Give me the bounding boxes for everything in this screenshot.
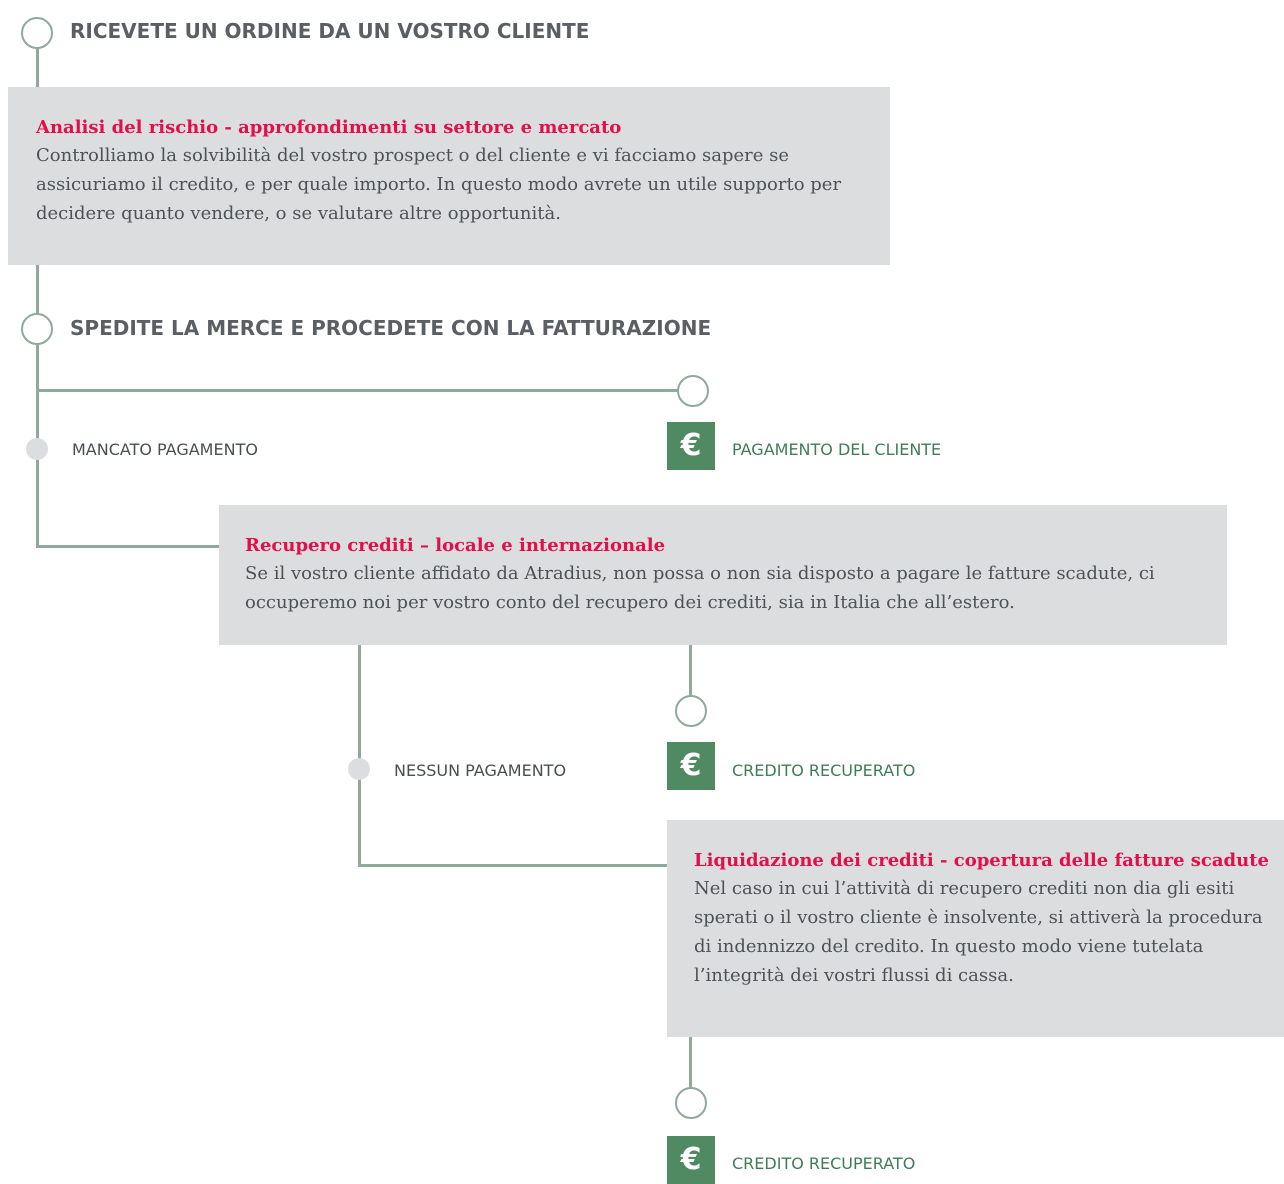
liquidation-box: Liquidazione dei crediti - copertura del…	[667, 820, 1284, 1037]
connector-to-recovery	[36, 545, 220, 548]
euro-icon: €	[667, 742, 715, 790]
step-order-heading: RICEVETE UN ORDINE DA UN VOSTRO CLIENTE	[70, 19, 590, 43]
recovery-right-vertical-line	[689, 644, 692, 696]
final-recovered-credit-circle-icon	[675, 1087, 707, 1119]
liquidation-text: Nel caso in cui l’attività di recupero c…	[694, 878, 1263, 986]
step-ship-heading: SPEDITE LA MERCE E PROCEDETE CON LA FATT…	[70, 316, 712, 340]
recovered-credit-label: CREDITO RECUPERATO	[732, 761, 916, 780]
euro-icon: €	[667, 422, 715, 470]
liquidation-title: Liquidazione dei crediti - copertura del…	[694, 850, 1269, 871]
debt-recovery-title: Recupero crediti – locale e internaziona…	[245, 535, 666, 556]
branch-horizontal-line	[36, 389, 678, 392]
risk-analysis-text: Controlliamo la solvibilità del vostro p…	[36, 145, 842, 224]
missed-payment-dot-icon	[26, 438, 48, 460]
client-payment-label: PAGAMENTO DEL CLIENTE	[732, 440, 942, 459]
recovery-left-vertical-line	[358, 644, 361, 866]
step-order-circle-icon	[21, 17, 53, 49]
step-ship-circle-icon	[21, 313, 53, 345]
missed-payment-label: MANCATO PAGAMENTO	[72, 440, 258, 459]
debt-recovery-text: Se il vostro cliente affidato da Atradiu…	[245, 563, 1155, 613]
main-vertical-line-top	[36, 48, 39, 88]
no-payment-dot-icon	[348, 758, 370, 780]
risk-analysis-box: Analisi del rischio - approfondimenti su…	[8, 87, 890, 265]
connector-to-liquidation	[358, 864, 668, 867]
client-payment-circle-icon	[677, 375, 709, 407]
recovered-credit-circle-icon	[675, 695, 707, 727]
euro-icon: €	[667, 1136, 715, 1184]
risk-analysis-title: Analisi del rischio - approfondimenti su…	[36, 117, 622, 138]
liquidation-vertical-line	[689, 1036, 692, 1088]
debt-recovery-box: Recupero crediti – locale e internaziona…	[219, 505, 1227, 645]
no-payment-label: NESSUN PAGAMENTO	[394, 761, 567, 780]
main-vertical-line-mid	[36, 264, 39, 314]
final-recovered-credit-label: CREDITO RECUPERATO	[732, 1154, 916, 1173]
